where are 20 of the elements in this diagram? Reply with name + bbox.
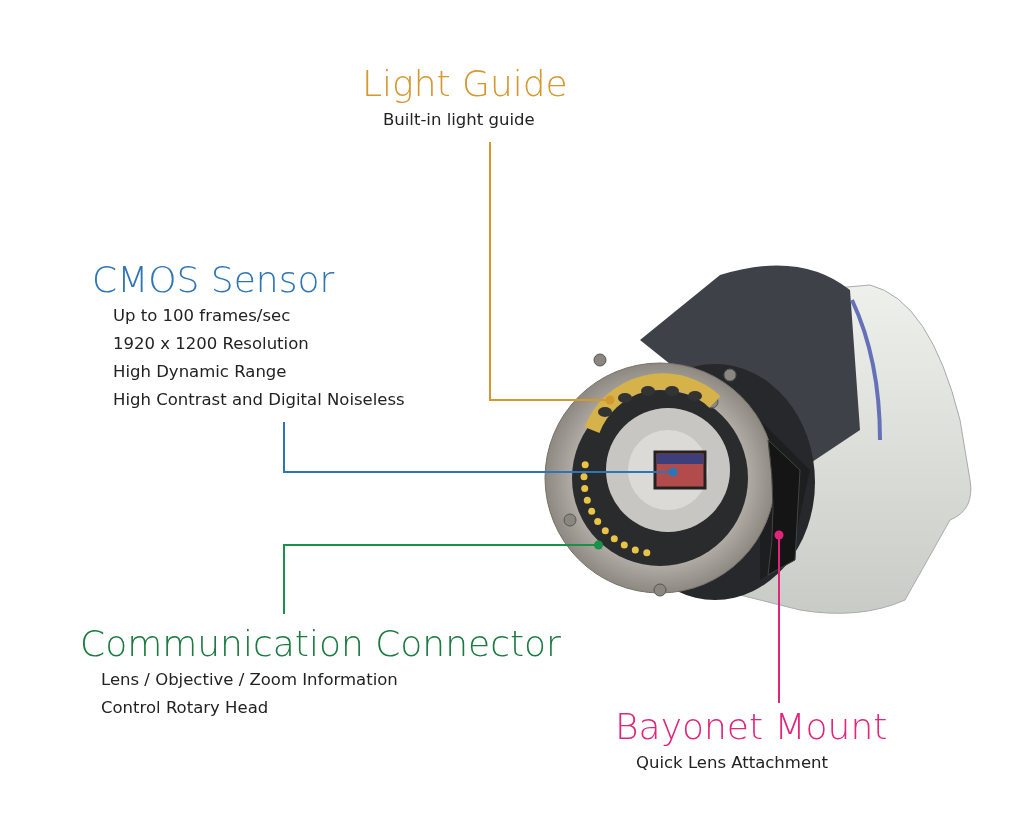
callout-heading: CMOS Sensor — [92, 258, 336, 302]
feature-text: Up to 100 frames/sec — [113, 305, 292, 327]
leader-line — [283, 540, 603, 615]
leader-line — [283, 421, 678, 477]
camera-part — [767, 439, 801, 576]
feature-text: Control Rotary Head — [101, 697, 270, 719]
feature-text: Quick Lens Attachment — [636, 752, 829, 774]
callout-heading: Communication Connector — [80, 622, 561, 666]
feature-text: Built-in light guide — [383, 109, 536, 131]
camera-part — [584, 373, 721, 434]
camera-part — [653, 450, 707, 490]
camera-part — [580, 461, 651, 557]
leader-line — [774, 530, 784, 704]
feature-text: Lens / Objective / Zoom Information — [101, 669, 399, 691]
callout-heading: Bayonet Mount — [615, 705, 888, 749]
feature-text: 1920 x 1200 Resolution — [113, 333, 310, 355]
leader-line — [489, 141, 615, 405]
feature-text: High Dynamic Range — [113, 361, 288, 383]
callout-heading: Light Guide — [362, 62, 568, 106]
feature-text: High Contrast and Digital Noiseless — [113, 389, 405, 411]
